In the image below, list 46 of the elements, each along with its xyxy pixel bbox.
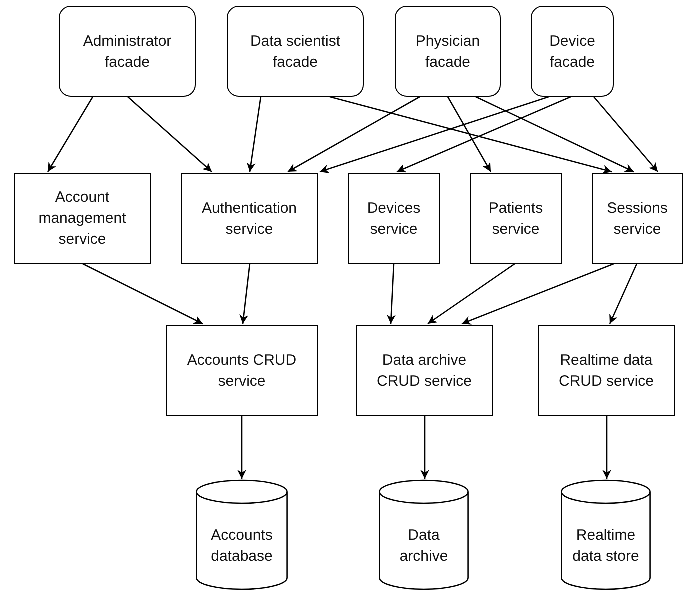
arrow (240, 264, 251, 324)
service-box (166, 325, 318, 416)
node-label: Data scientist facade (249, 32, 342, 72)
service-box (470, 173, 562, 264)
arrow (82, 263, 204, 325)
arrow (47, 96, 94, 172)
arrow (602, 416, 612, 479)
node-label: Device facade (548, 32, 596, 72)
facade-box (59, 6, 196, 97)
arrow (594, 96, 658, 172)
node-label: Realtime data CRUD service (558, 350, 655, 392)
service-box (592, 173, 683, 264)
node-label: Accounts CRUD service (186, 350, 298, 392)
node-label: Physician facade (414, 32, 482, 72)
arrow (396, 96, 572, 173)
arrow (288, 96, 420, 173)
service-box (181, 173, 318, 264)
facade-box (227, 6, 364, 97)
arrow (320, 96, 550, 174)
arrow (246, 96, 262, 172)
arrow (238, 416, 246, 479)
service-box (538, 325, 675, 416)
service-box (14, 173, 151, 264)
node-label: Realtime data store (572, 526, 640, 567)
facade-box (395, 6, 501, 97)
arrow (420, 416, 430, 479)
node-label: Sessions service (606, 198, 669, 240)
arrow (609, 264, 638, 324)
arrow (330, 96, 612, 174)
service-box (348, 173, 440, 264)
node-label: Data archive (398, 526, 450, 567)
node-label: Patients service (488, 198, 544, 240)
node-label: Administrator facade (82, 32, 173, 72)
arrow (476, 96, 634, 173)
service-box (356, 325, 493, 416)
arrow (128, 96, 212, 172)
node-label: Accounts database (210, 526, 274, 567)
arrow (462, 263, 614, 325)
node-label: Authentication service (200, 198, 298, 240)
node-label: Devices service (366, 198, 422, 240)
arrow (386, 264, 396, 324)
node-label: Data archive CRUD service (376, 350, 473, 392)
facade-box (531, 6, 614, 97)
node-label: Account management service (38, 188, 128, 250)
arrow (428, 263, 516, 325)
arrow (447, 96, 492, 172)
